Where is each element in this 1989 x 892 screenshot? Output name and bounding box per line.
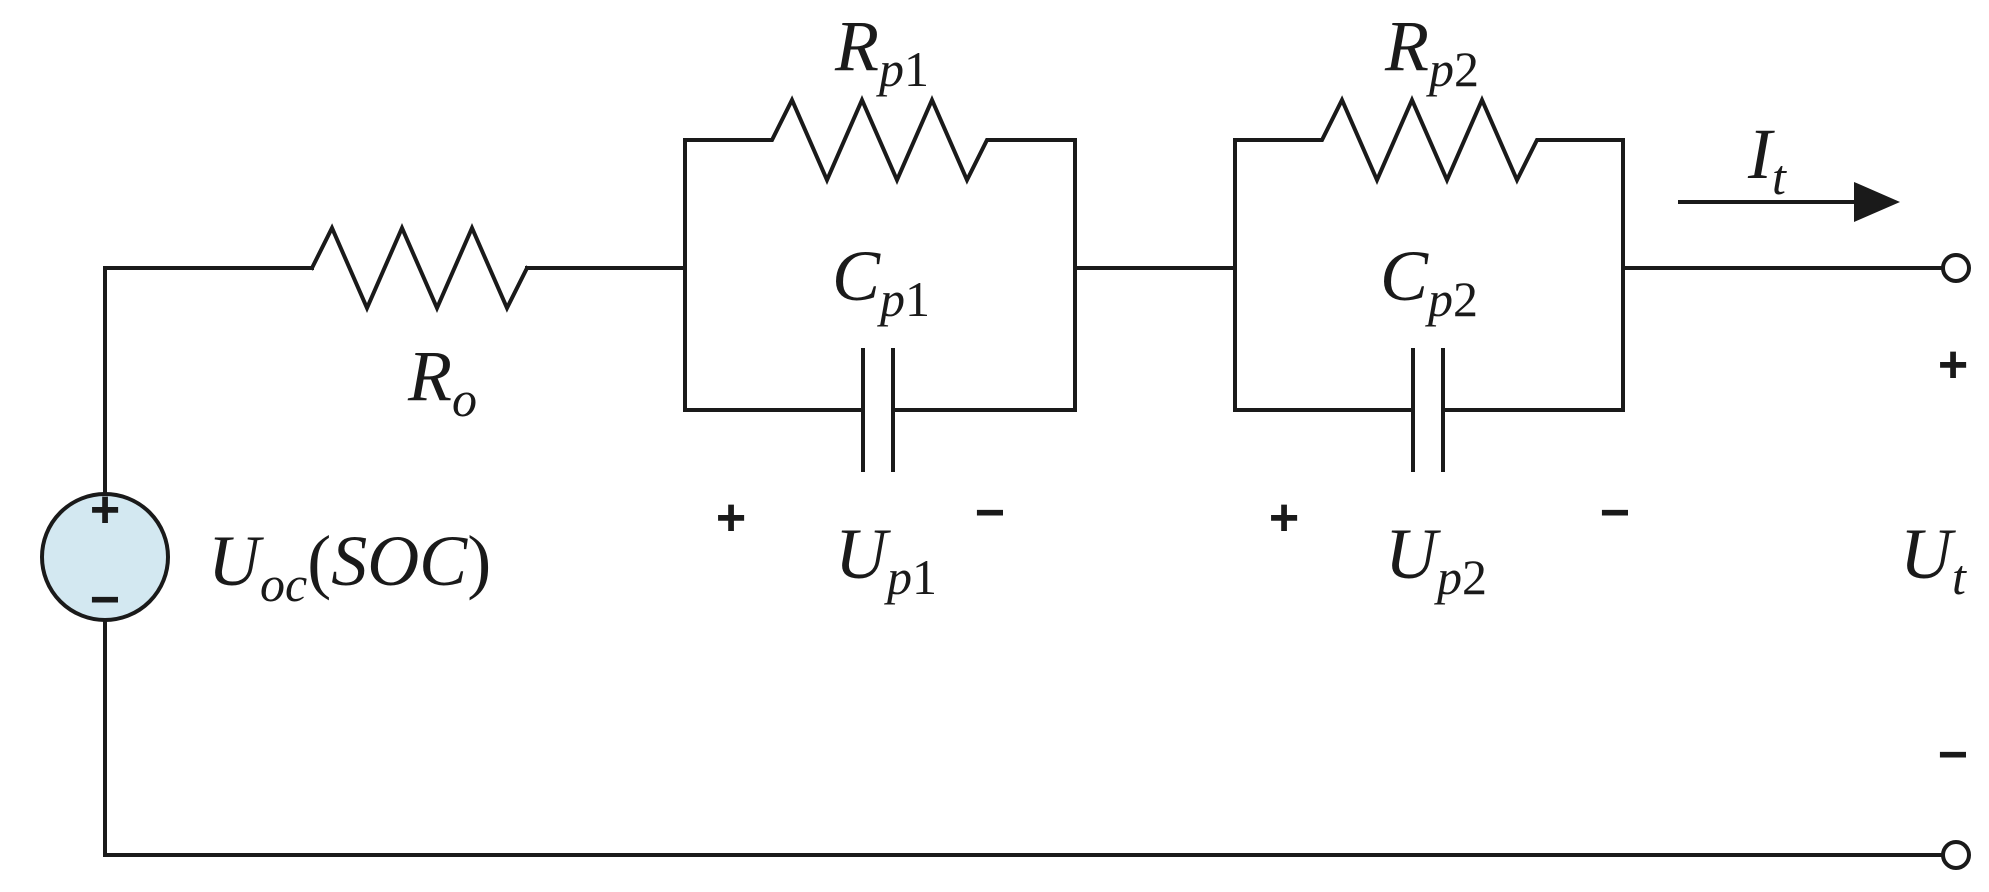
resistor-r-p2 [1233, 95, 1625, 185]
source-minus-sign: − [90, 571, 120, 629]
label-u-p2: Up2 [1385, 514, 1487, 605]
ut-minus-sign: − [1938, 726, 1968, 784]
label-i-t: It [1747, 114, 1787, 205]
resistor-r-o [309, 223, 530, 313]
label-c-p2: Cp2 [1380, 236, 1478, 327]
resistor-r-p1 [683, 95, 1077, 185]
up2-plus-sign: + [1269, 489, 1299, 547]
current-arrow-head [1854, 181, 1901, 223]
ut-plus-sign: + [1938, 336, 1968, 394]
up2-minus-sign: − [1600, 484, 1630, 542]
label-c-p1: Cp1 [832, 236, 930, 327]
voltage-source-icon [40, 492, 170, 622]
label-u-oc: Uoc(SOC) [208, 521, 491, 612]
label-r-o: Ro [407, 336, 477, 427]
label-u-t: Ut [1900, 514, 1967, 605]
wire-left-top [103, 266, 314, 497]
terminal-icon-bottom [1941, 840, 1971, 870]
label-r-p2: Rp2 [1384, 6, 1479, 97]
wire-bottom-return [103, 618, 1946, 857]
label-u-p1: Up1 [835, 514, 937, 605]
source-plus-sign: + [90, 481, 120, 539]
up1-plus-sign: + [716, 489, 746, 547]
terminal-icon-top [1941, 253, 1971, 283]
up1-minus-sign: − [975, 484, 1005, 542]
label-r-p1: Rp1 [834, 6, 929, 97]
